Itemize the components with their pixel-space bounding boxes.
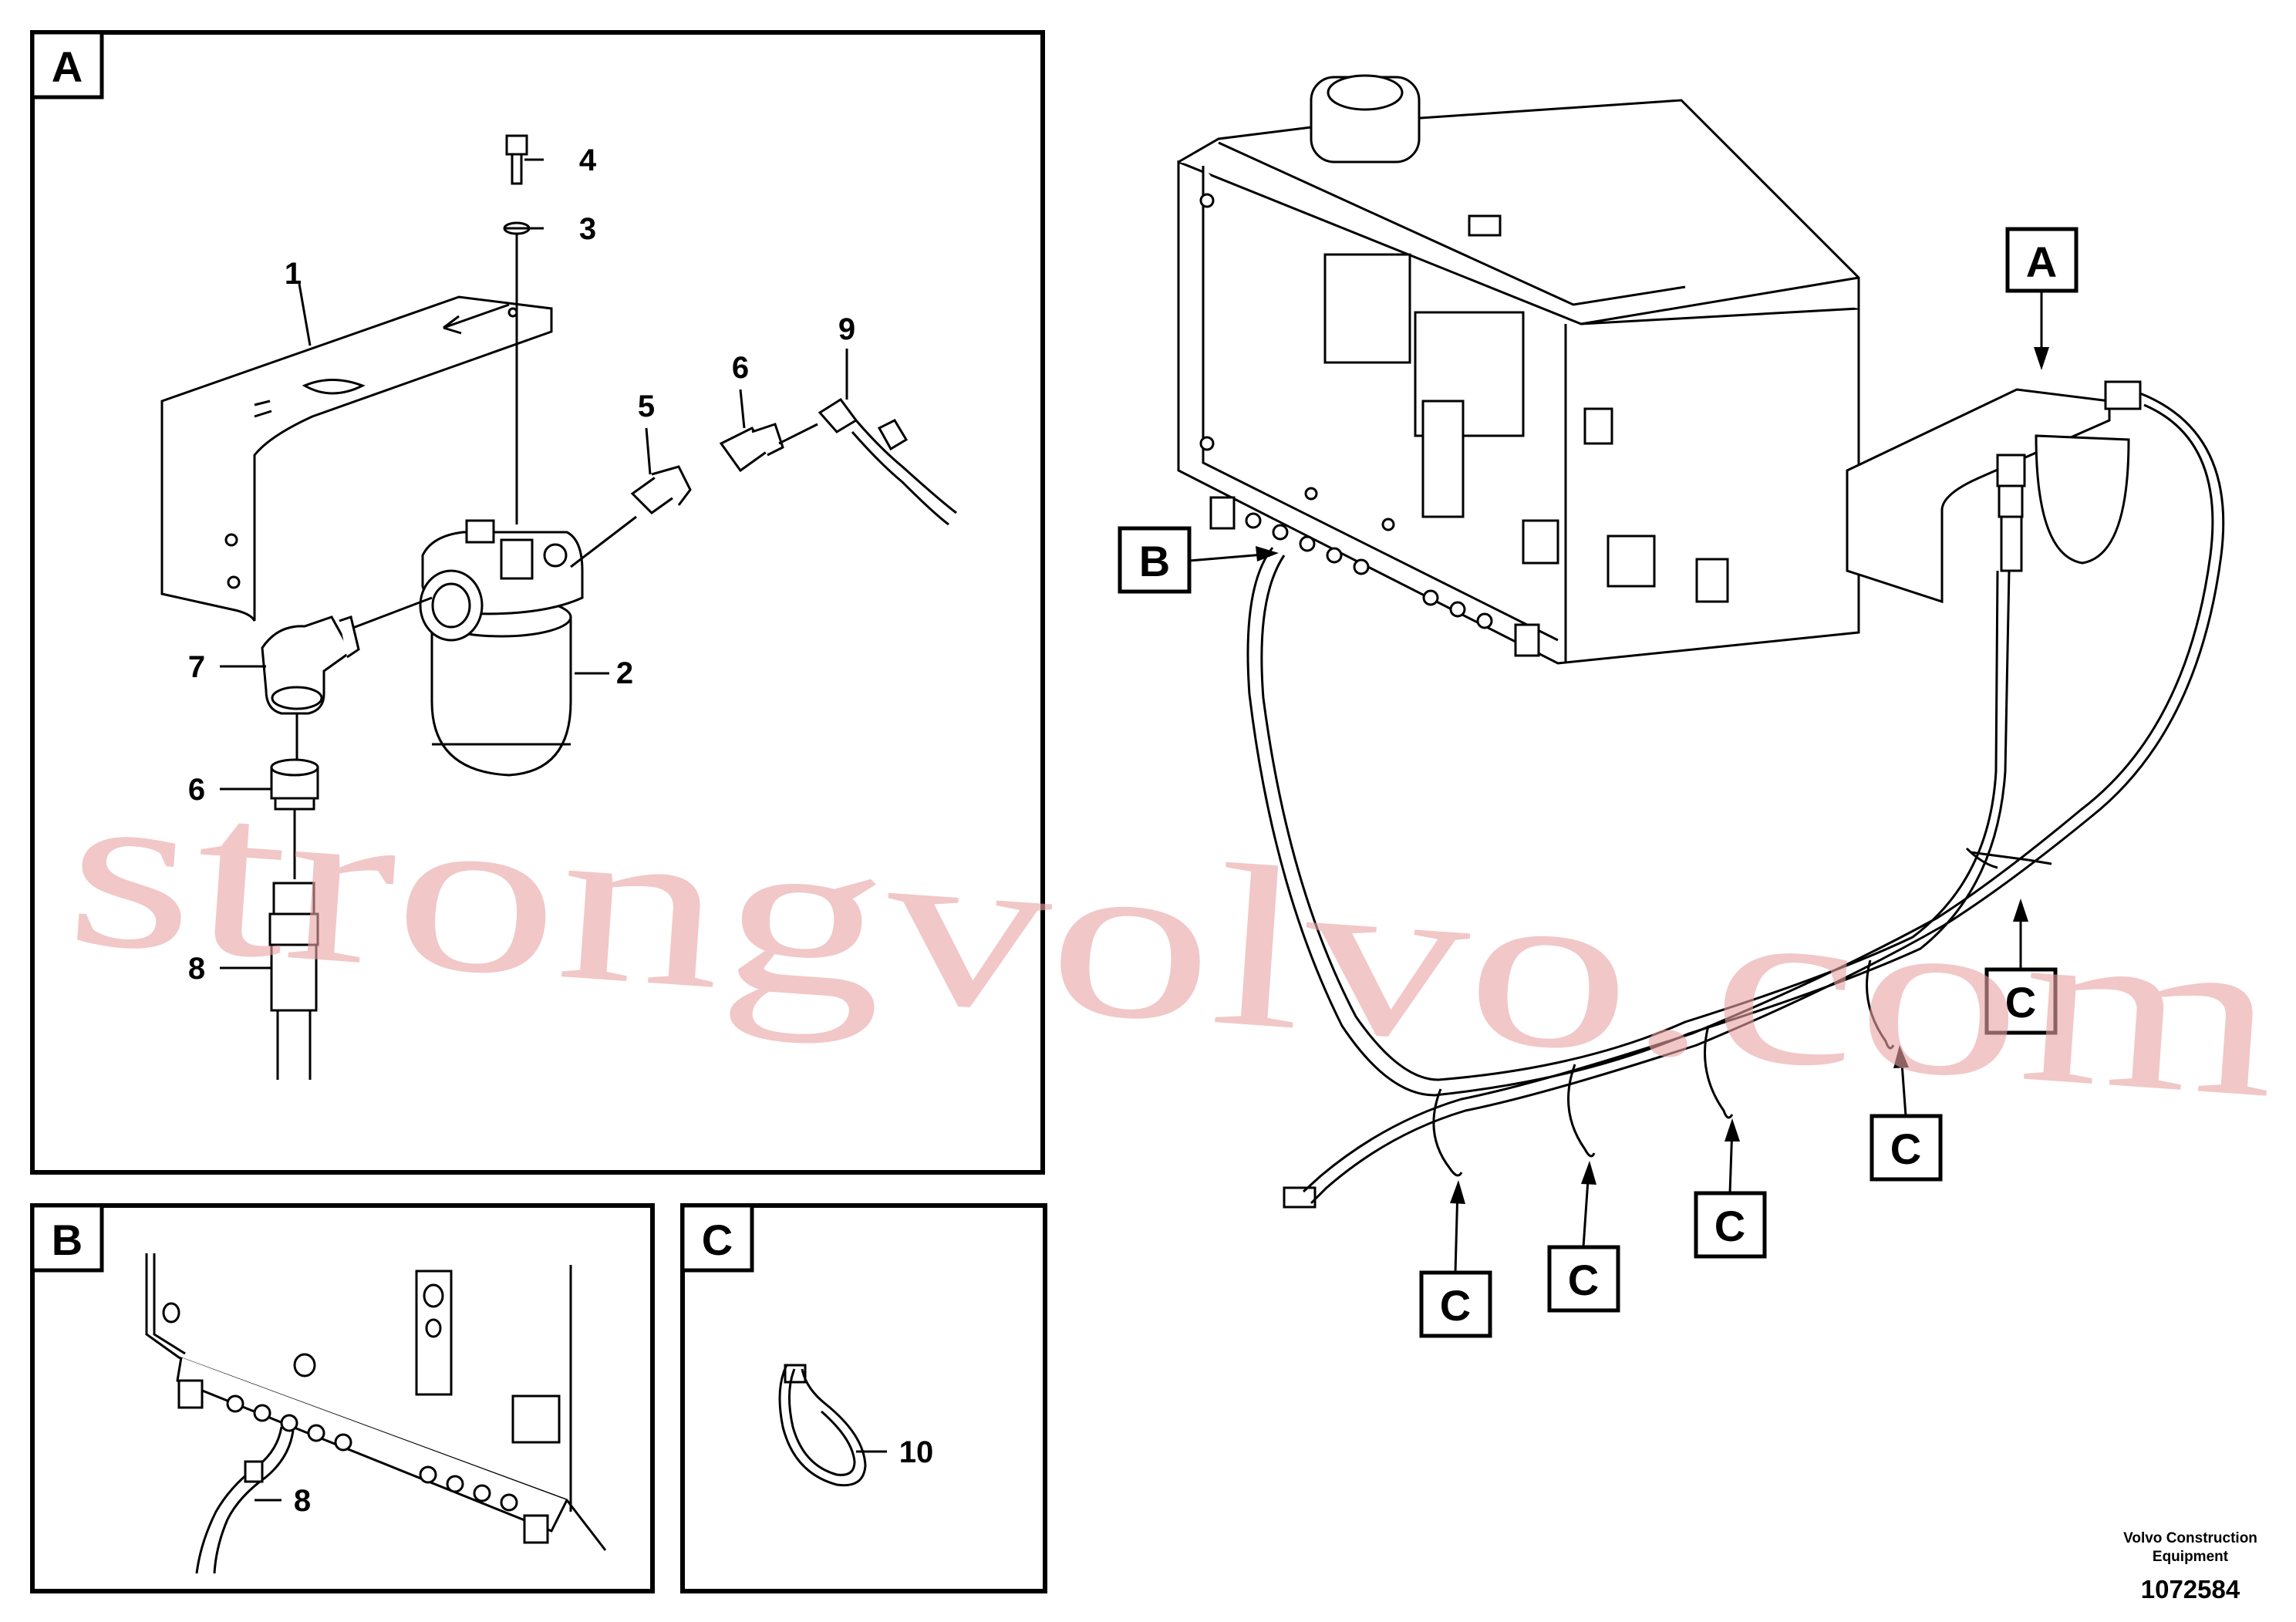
outlet-fittings: [261, 596, 433, 1080]
callout-c-4: C: [1547, 1161, 1620, 1313]
label-6-bottom: 6: [188, 773, 205, 807]
callout-c-3-text: C: [1714, 1202, 1745, 1250]
label-1: 1: [285, 257, 302, 291]
panel-c-tag-box: [680, 1203, 754, 1273]
label-8-b: 8: [294, 1484, 311, 1518]
overview-cable-ties: [1432, 847, 1998, 1177]
bracket: [160, 295, 553, 622]
label-3: 3: [579, 212, 596, 246]
tank: [1177, 74, 1860, 665]
overview: A B C C C: [1118, 74, 2225, 1338]
callout-c-2: C: [1870, 1045, 1943, 1182]
hoses: [1246, 392, 2225, 1209]
callout-c-4-text: C: [1568, 1256, 1599, 1304]
overview-filter: [1846, 380, 2142, 604]
label-2: 2: [616, 656, 633, 690]
bolt: [503, 134, 531, 524]
panel-a-tag: A: [52, 42, 83, 91]
panel-b-tag-box: [30, 1203, 104, 1273]
label-5: 5: [638, 389, 655, 423]
callout-a: A: [2005, 227, 2079, 370]
panel-c-tag: C: [702, 1216, 733, 1264]
inlet-fittings: [570, 397, 957, 568]
footer-drawing-number: 1072584: [2141, 1575, 2240, 1603]
footer-company-line2: Equipment: [2153, 1549, 2229, 1565]
filter-assembly: [419, 519, 584, 777]
panel-a-tag-box: [30, 30, 104, 99]
callout-b: B: [1118, 526, 1279, 594]
label-7: 7: [188, 650, 205, 684]
watermark: strongvolvo.com: [59, 737, 2285, 1147]
callout-a-text: A: [2026, 238, 2057, 286]
callout-c-2-text: C: [1890, 1125, 1921, 1173]
callout-b-text: B: [1139, 537, 1170, 585]
footer-company-line1: Volvo Construction: [2123, 1530, 2257, 1546]
tank-corner: [145, 1253, 607, 1574]
callout-c-1: C: [1984, 899, 2058, 1035]
panel-a-leaders: [220, 158, 848, 969]
label-6-top: 6: [732, 351, 749, 385]
cable-tie: [778, 1364, 867, 1487]
label-8-a: 8: [188, 952, 205, 986]
callout-c-1-text: C: [2005, 978, 2036, 1027]
label-10: 10: [899, 1435, 934, 1469]
panel-c: C 10: [680, 1203, 1047, 1593]
panel-a: A: [30, 30, 1045, 1175]
panel-b: B 8: [30, 1203, 655, 1593]
footer: Volvo Construction Equipment 1072584: [2123, 1530, 2257, 1603]
label-4: 4: [579, 143, 597, 177]
panel-b-tag: B: [52, 1216, 83, 1264]
callout-c-3: C: [1694, 1118, 1767, 1259]
label-9: 9: [838, 312, 855, 346]
callout-c-5: C: [1419, 1180, 1492, 1338]
callout-c-5-text: C: [1440, 1281, 1471, 1330]
